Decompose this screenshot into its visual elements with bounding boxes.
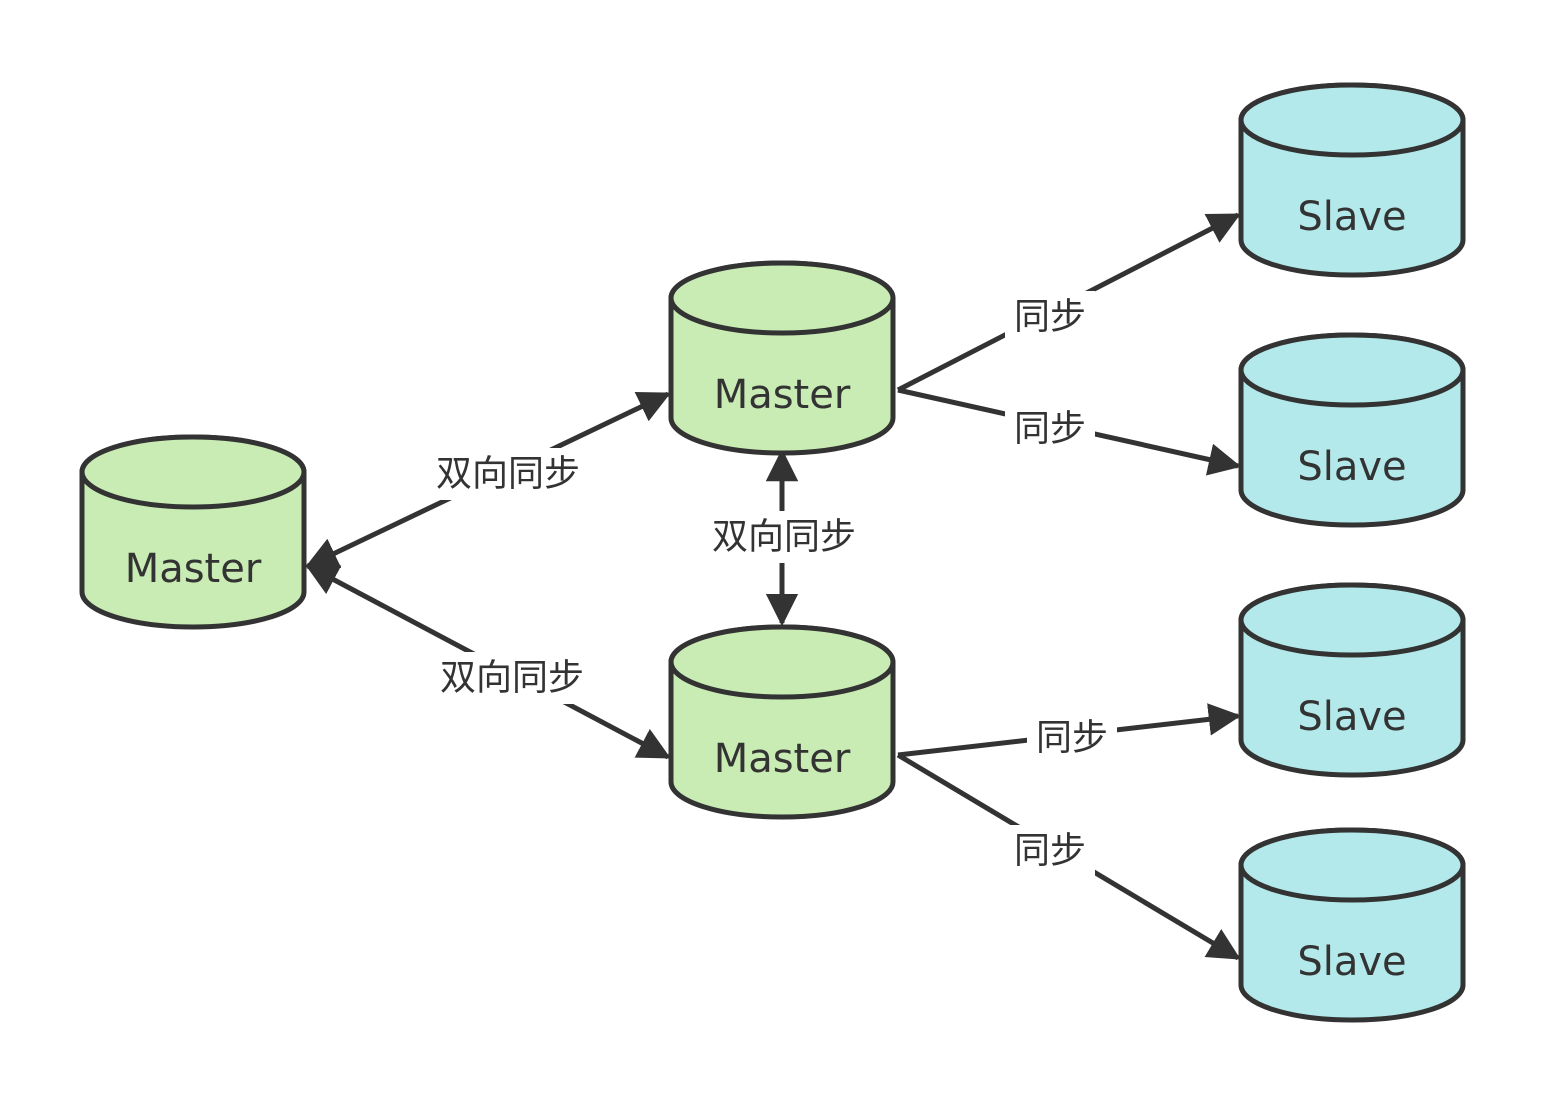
database-cylinder-top — [1238, 582, 1466, 658]
edge-label: 双向同步 — [712, 517, 856, 558]
master-node-master-bottom[interactable]: Master — [668, 624, 896, 820]
master-label: Master — [714, 372, 851, 418]
edge-label-group: 同步 — [1005, 291, 1095, 343]
master-node-master-top[interactable]: Master — [668, 260, 896, 456]
database-cylinder-top — [1238, 332, 1466, 408]
edge-label: 双向同步 — [440, 658, 584, 699]
edge-label: 同步 — [1036, 718, 1108, 759]
slave-label: Slave — [1297, 444, 1406, 490]
master-label: Master — [714, 736, 851, 782]
slave-label: Slave — [1297, 939, 1406, 985]
edge-label: 双向同步 — [436, 454, 580, 495]
edge-label-background — [1005, 291, 1095, 343]
edge-label-group: 同步 — [1005, 403, 1095, 455]
edge-label-background — [1027, 712, 1117, 764]
edge-label-group: 双向同步 — [423, 448, 593, 500]
edge-label: 同步 — [1014, 409, 1086, 450]
database-cylinder-top — [79, 434, 307, 510]
database-cylinder-top — [1238, 827, 1466, 903]
database-cylinder-top — [668, 624, 896, 700]
edge-label-background — [1005, 825, 1095, 877]
edge-label-background — [1005, 403, 1095, 455]
slave-node-slave-1[interactable]: Slave — [1238, 82, 1466, 278]
edge-label: 同步 — [1014, 831, 1086, 872]
database-cylinder-top — [1238, 82, 1466, 158]
edge-label-group: 双向同步 — [427, 652, 597, 704]
edge-label-group: 双向同步 — [699, 511, 869, 563]
database-cylinder-top — [668, 260, 896, 336]
slave-label: Slave — [1297, 194, 1406, 240]
slave-label: Slave — [1297, 694, 1406, 740]
slave-node-slave-3[interactable]: Slave — [1238, 582, 1466, 778]
edge-label-group: 同步 — [1027, 712, 1117, 764]
slave-node-slave-2[interactable]: Slave — [1238, 332, 1466, 528]
master-node-master-left[interactable]: Master — [79, 434, 307, 630]
master-label: Master — [125, 546, 262, 592]
edge-label-group: 同步 — [1005, 825, 1095, 877]
edge-label-background — [699, 511, 869, 563]
slave-node-slave-4[interactable]: Slave — [1238, 827, 1466, 1023]
edge-label-background — [423, 448, 593, 500]
edge-label: 同步 — [1014, 297, 1086, 338]
edge-label-background — [427, 652, 597, 704]
